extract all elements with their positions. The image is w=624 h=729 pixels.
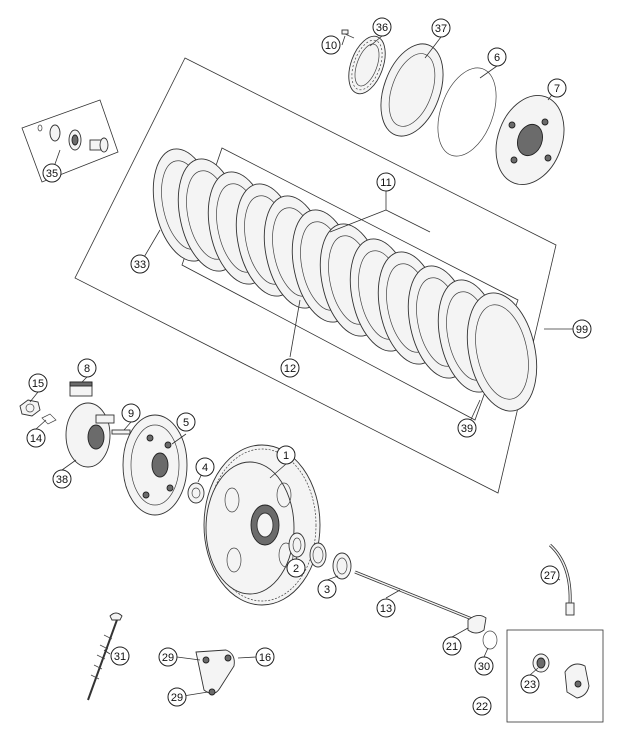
clutch-plate-stack — [152, 148, 538, 412]
callout-8: 8 — [77, 358, 97, 378]
callout-1: 1 — [276, 445, 296, 465]
callout-29-top-label: 29 — [162, 652, 174, 664]
callout-3-label: 3 — [324, 584, 330, 596]
callout-5-label: 5 — [183, 417, 189, 429]
callout-13-label: 13 — [380, 603, 392, 615]
callout-12: 12 — [280, 358, 300, 378]
callout-33-label: 33 — [134, 259, 146, 271]
slave-cylinder-22 — [564, 663, 590, 699]
bearing-36 — [348, 35, 386, 95]
callout-99: 99 — [572, 319, 592, 339]
callout-27: 27 — [540, 565, 560, 585]
callout-4-label: 4 — [202, 462, 208, 474]
callout-31-label: 31 — [114, 651, 126, 663]
callout-11: 11 — [376, 172, 396, 192]
callout-31: 31 — [110, 646, 130, 666]
callout-4: 4 — [195, 457, 215, 477]
gasket-21 — [467, 615, 487, 634]
callout-22: 22 — [472, 696, 492, 716]
clutch-pack-frame — [74, 57, 557, 494]
push-rod-13 — [354, 570, 473, 621]
callout-6-label: 6 — [494, 52, 500, 64]
callout-35: 35 — [42, 163, 62, 183]
callout-36-label: 36 — [376, 22, 388, 34]
needle-bearing — [309, 542, 327, 568]
callout-21-label: 21 — [446, 641, 458, 653]
callout-9: 9 — [121, 403, 141, 423]
callout-99-label: 99 — [576, 324, 588, 336]
callout-9-label: 9 — [128, 408, 134, 420]
callout-2: 2 — [286, 558, 306, 578]
callout-21: 21 — [442, 636, 462, 656]
callout-37: 37 — [431, 18, 451, 38]
callout-12-label: 12 — [284, 363, 296, 375]
callout-15: 15 — [28, 373, 48, 393]
callout-1-label: 1 — [283, 450, 289, 462]
callout-15-label: 15 — [32, 378, 44, 390]
callout-33: 33 — [130, 254, 150, 274]
nut-15 — [19, 399, 41, 417]
callout-2-label: 2 — [293, 563, 299, 575]
pressure-plate-7 — [495, 94, 565, 186]
callout-30: 30 — [474, 656, 494, 676]
callout-39-label: 39 — [461, 423, 473, 435]
callout-14: 14 — [26, 428, 46, 448]
bracket-29-16 — [195, 649, 235, 696]
callout-13: 13 — [376, 598, 396, 618]
callout-38-label: 38 — [56, 474, 68, 486]
bushing-2 — [288, 532, 306, 558]
callout-16: 16 — [255, 647, 275, 667]
callout-5: 5 — [176, 412, 196, 432]
washer-4 — [187, 482, 205, 504]
callout-7-label: 7 — [554, 83, 560, 95]
parts-35-frame — [21, 99, 119, 183]
callout-35-label: 35 — [46, 168, 58, 180]
callout-36: 36 — [372, 17, 392, 37]
disc-37 — [380, 43, 444, 137]
callout-30-label: 30 — [478, 661, 490, 673]
callout-29-top: 29 — [158, 647, 178, 667]
callout-7: 7 — [547, 78, 567, 98]
block-8 — [69, 381, 93, 397]
tool-31 — [87, 612, 123, 701]
parts-35 — [37, 124, 109, 153]
pin-9 — [111, 429, 131, 435]
clutch-basket-1 — [203, 444, 321, 606]
callout-38: 38 — [52, 469, 72, 489]
o-ring-30 — [482, 630, 498, 650]
callout-3: 3 — [317, 579, 337, 599]
screw-10 — [341, 29, 355, 39]
callout-8-label: 8 — [84, 363, 90, 375]
callout-10-label: 10 — [325, 40, 337, 52]
callout-22-label: 22 — [476, 701, 488, 713]
callout-29-bottom: 29 — [167, 687, 187, 707]
ring-6 — [437, 67, 497, 157]
callout-39: 39 — [457, 418, 477, 438]
callout-10: 10 — [321, 35, 341, 55]
callout-6: 6 — [487, 47, 507, 67]
callout-16-label: 16 — [259, 652, 271, 664]
callout-14-label: 14 — [30, 433, 42, 445]
callout-11-label: 11 — [380, 177, 391, 189]
bushing-3 — [332, 552, 352, 580]
hose-27 — [548, 543, 575, 616]
callout-29-bottom-label: 29 — [171, 692, 183, 704]
callout-37-label: 37 — [435, 23, 447, 35]
piston-23 — [532, 653, 550, 673]
callout-23-label: 23 — [524, 679, 536, 691]
inner-hub-5 — [122, 414, 188, 516]
callout-27-label: 27 — [544, 570, 556, 582]
hub-38 — [65, 402, 115, 468]
callout-23: 23 — [520, 674, 540, 694]
parts-22-frame — [506, 629, 604, 723]
washer-14 — [41, 413, 57, 425]
